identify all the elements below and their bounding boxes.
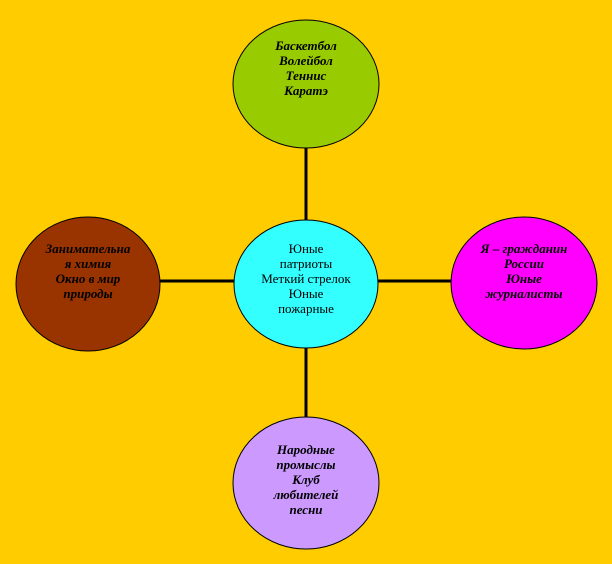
node-right-line: Я – гражданин [480,241,568,256]
node-left-line: природы [63,286,113,301]
node-bottom-line: промыслы [276,456,336,472]
node-center-line: Юные [288,240,324,256]
node-top-line: Баскетбол [275,38,337,53]
node-center-line: Меткий стрелок [261,270,351,286]
node-center-line: пожарные [278,300,334,316]
node-bottom-line: Клуб [292,471,320,487]
node-left-line: Окно в мир [55,271,121,286]
node-bottom-line: Народные [277,441,335,457]
node-left-line: я химия [64,256,112,271]
node-circle-left [15,216,161,352]
node-top-line: Волейбол [279,53,333,68]
node-top-line: Каратэ [284,83,328,98]
node-bottom-line: песни [289,501,323,517]
node-circle-right [450,216,598,350]
node-text-left: Занимательна я химия Окно в мир природы [26,226,150,316]
node-bottom-line: любителей [273,486,339,502]
node-circle-bottom [232,416,380,550]
node-left-line: Занимательна [45,241,131,256]
node-right-line: журналисты [485,286,563,301]
node-circle-top [232,19,380,149]
node-text-top: Баскетбол Волейбол Теннис Каратэ [246,28,366,108]
node-center-line: патриоты [279,255,333,271]
node-top-line: Теннис [285,68,327,83]
node-circle-center [233,219,379,349]
node-right-line: России [504,256,544,271]
node-right-line: Юные [506,271,542,286]
node-text-center: Юные патриоты Меткий стрелок Юные пожарн… [246,232,366,324]
node-center-line: Юные [288,285,324,301]
node-text-right: Я – гражданин России Юные журналисты [462,226,586,316]
node-text-bottom: Народные промыслы Клуб любителей песни [246,430,366,528]
